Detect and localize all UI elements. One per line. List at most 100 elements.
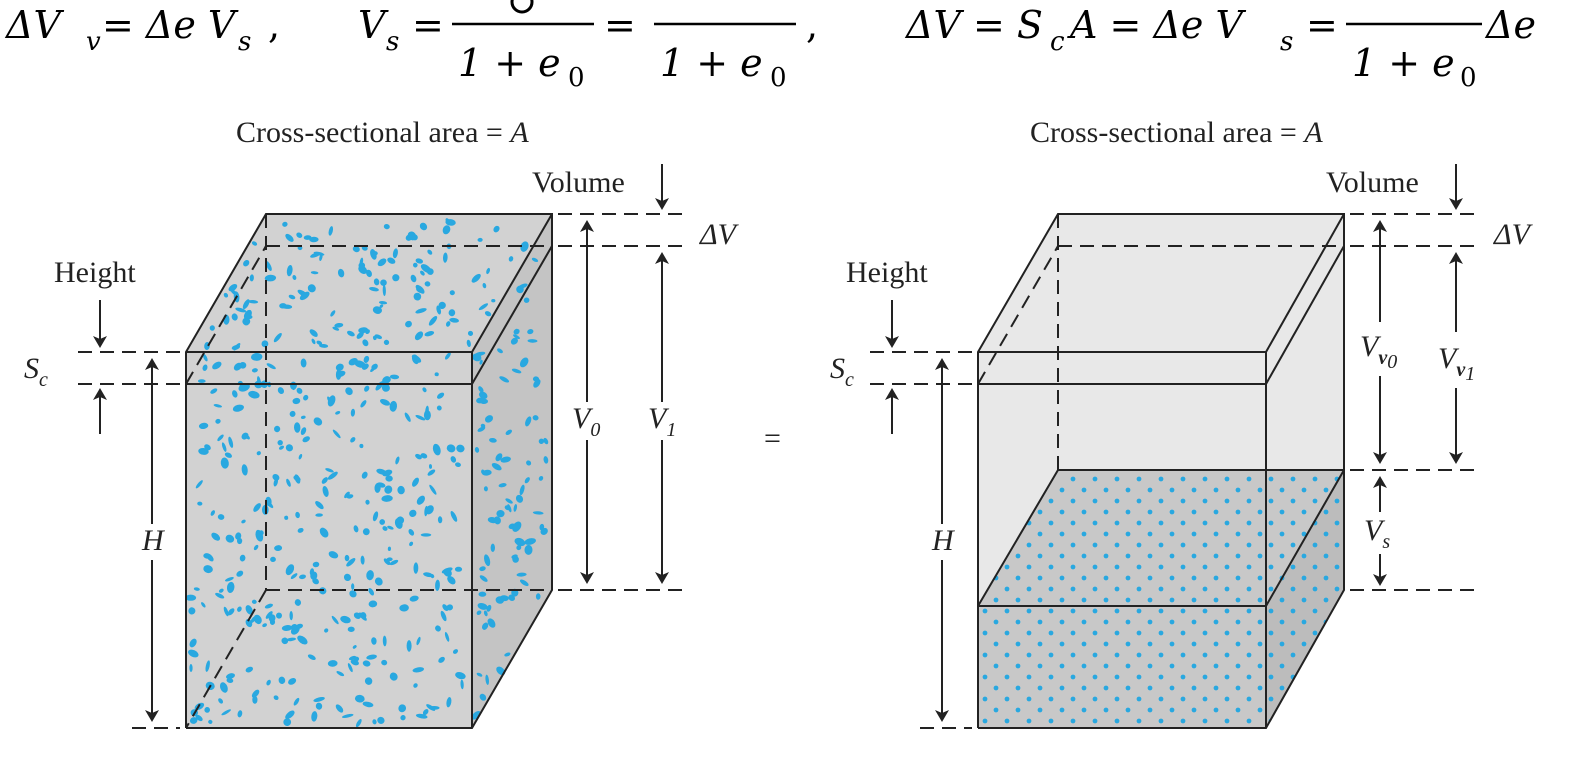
left-delta-v-label: ΔV bbox=[699, 218, 740, 251]
eq-dv-mid: A = Δe V bbox=[1067, 3, 1246, 47]
soil-grain bbox=[381, 495, 393, 502]
soil-grain bbox=[495, 453, 503, 462]
soil-grain bbox=[493, 225, 500, 233]
soil-grain bbox=[382, 376, 391, 384]
soil-grain bbox=[213, 404, 223, 408]
soil-grain bbox=[437, 516, 443, 524]
soil-grain bbox=[420, 533, 432, 537]
soil-grain bbox=[369, 287, 379, 292]
soil-grain bbox=[325, 468, 334, 473]
soil-grain bbox=[311, 711, 318, 722]
right-height-label: Height bbox=[846, 256, 928, 289]
soil-grain bbox=[265, 261, 272, 271]
soil-grain bbox=[198, 422, 209, 430]
soil-grain bbox=[243, 259, 250, 267]
right-solids-right-top-edge bbox=[1265, 469, 1345, 607]
soil-grain bbox=[450, 511, 458, 522]
soil-grain bbox=[377, 258, 387, 267]
soil-grain bbox=[425, 405, 429, 417]
soil-grain bbox=[478, 303, 489, 311]
eq-vs-lhs-sub: s bbox=[386, 27, 399, 57]
soil-grain bbox=[347, 663, 353, 673]
soil-grain bbox=[416, 288, 423, 293]
soil-grain bbox=[298, 453, 303, 460]
soil-grain bbox=[353, 525, 359, 533]
soil-grain bbox=[345, 387, 353, 396]
soil-grain bbox=[415, 453, 422, 460]
soil-grain bbox=[224, 452, 232, 458]
soil-grain bbox=[454, 566, 463, 572]
soil-grain bbox=[519, 357, 529, 368]
soil-grain bbox=[255, 529, 264, 542]
soil-grain bbox=[210, 510, 215, 516]
soil-grain bbox=[264, 274, 277, 282]
soil-grain bbox=[362, 339, 369, 347]
soil-grain bbox=[484, 554, 491, 567]
soil-grain bbox=[387, 257, 396, 264]
soil-grain bbox=[442, 252, 448, 263]
soil-grain bbox=[228, 436, 234, 448]
soil-grain bbox=[264, 603, 273, 609]
soil-grain bbox=[265, 611, 273, 619]
soil-grain bbox=[498, 483, 507, 488]
soil-grain bbox=[508, 256, 514, 262]
soil-grain bbox=[360, 555, 365, 565]
soil-grain bbox=[239, 361, 247, 369]
soil-grain bbox=[491, 298, 496, 303]
soil-grain bbox=[538, 438, 545, 444]
soil-grain bbox=[251, 599, 257, 604]
soil-grain bbox=[540, 527, 548, 535]
soil-grain bbox=[202, 364, 208, 371]
soil-grain bbox=[497, 348, 503, 354]
eq-vs-den-2-sub: 0 bbox=[770, 63, 787, 93]
soil-grain bbox=[360, 400, 367, 408]
soil-grain bbox=[412, 262, 418, 268]
soil-grain bbox=[285, 444, 293, 452]
soil-grain bbox=[438, 656, 445, 663]
soil-grain bbox=[231, 344, 241, 350]
soil-grain bbox=[208, 719, 213, 724]
soil-grain bbox=[189, 717, 198, 724]
eq-dv-equals: = bbox=[1306, 3, 1338, 47]
soil-grain bbox=[495, 596, 505, 604]
soil-grain bbox=[331, 615, 339, 625]
soil-grain bbox=[411, 234, 418, 241]
soil-grain bbox=[277, 439, 283, 446]
soil-grain bbox=[384, 485, 393, 494]
eq-dv-den: 1 + e bbox=[1352, 41, 1455, 85]
soil-grain bbox=[242, 299, 250, 310]
soil-grain bbox=[312, 578, 319, 585]
soil-grain bbox=[382, 284, 386, 297]
soil-grain bbox=[307, 284, 316, 293]
soil-grain bbox=[297, 527, 304, 533]
soil-grain bbox=[371, 363, 378, 370]
left-area-label: Cross-sectional area = A bbox=[236, 116, 529, 149]
soil-grain bbox=[226, 673, 235, 680]
soil-grain bbox=[348, 358, 358, 366]
soil-grain bbox=[389, 400, 398, 412]
soil-grain bbox=[277, 387, 285, 395]
soil-grain bbox=[437, 392, 445, 399]
soil-grain bbox=[376, 468, 387, 475]
soil-grain bbox=[266, 363, 276, 370]
soil-grain bbox=[231, 313, 238, 321]
soil-grain bbox=[292, 275, 297, 280]
soil-grain bbox=[221, 709, 231, 716]
soil-grain bbox=[226, 678, 234, 683]
soil-grain bbox=[435, 625, 441, 632]
left-top-face bbox=[186, 214, 552, 352]
soil-grain bbox=[292, 397, 301, 405]
soil-grain bbox=[535, 593, 541, 600]
left-settled-right-edge bbox=[471, 245, 553, 385]
right-delta-v-label: ΔV bbox=[1493, 218, 1534, 251]
soil-grain bbox=[256, 451, 261, 456]
soil-grain bbox=[316, 340, 323, 345]
soil-grain bbox=[479, 693, 487, 701]
soil-grain bbox=[217, 514, 225, 520]
soil-grain bbox=[387, 525, 394, 530]
soil-grain bbox=[363, 355, 370, 363]
soil-grain bbox=[343, 573, 352, 582]
soil-grain bbox=[415, 308, 427, 314]
soil-grain bbox=[486, 267, 491, 275]
soil-grain bbox=[387, 546, 392, 551]
